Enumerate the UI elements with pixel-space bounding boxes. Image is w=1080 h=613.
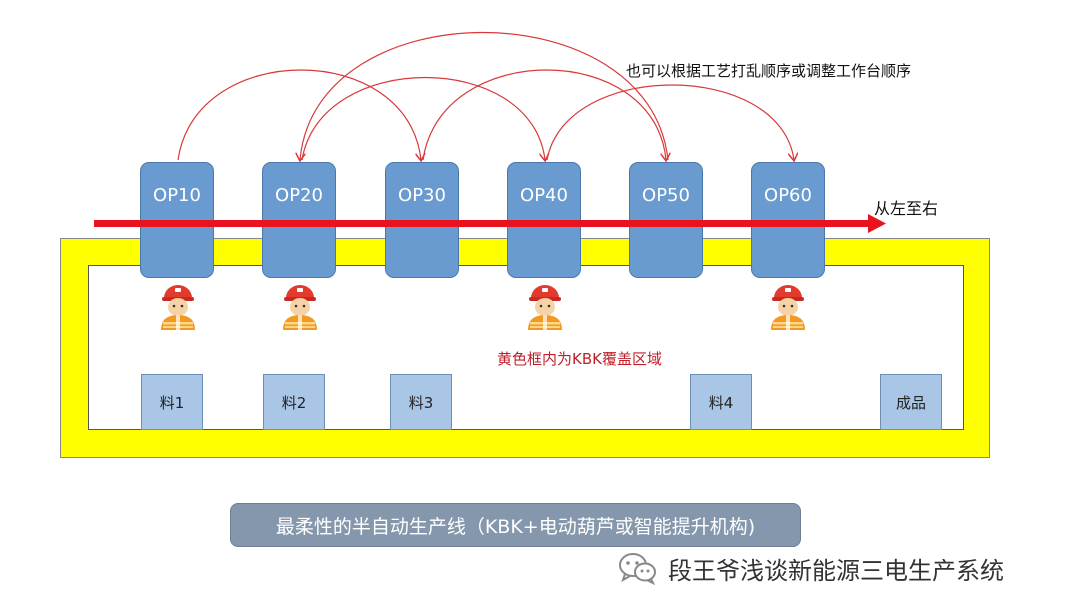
station-label: OP50 [642,185,690,206]
direction-arrow-shaft [94,220,870,227]
worker-icon [528,285,562,330]
flow-arc-op20-op40 [301,77,545,161]
station-label: OP10 [153,185,201,206]
flow-arc-op30-op50 [422,69,666,160]
kbk-area-label: 黄色框内为KBK覆盖区域 [497,350,662,368]
station-label: OP30 [398,185,446,206]
material-label: 料3 [408,393,434,412]
direction-arrow-head [868,214,886,233]
worker-icon [283,285,317,330]
material-box-2: 料2 [263,374,325,430]
material-label: 料4 [708,393,734,412]
worker-icon [161,285,195,330]
material-box-4: 料4 [690,374,752,430]
worker-icon [771,285,805,330]
material-label: 料2 [281,393,307,412]
flow-arc-op10-op30 [177,69,421,160]
wechat-icon [619,553,656,585]
finished-product-box: 成品 [880,374,942,430]
station-label: OP40 [520,185,568,206]
station-label: OP20 [275,185,323,206]
watermark-text: 段王爷浅谈新能源三电生产系统 [668,556,1004,585]
diagram-caption: 最柔性的半自动生产线（KBK+电动葫芦或智能提升机构) [230,503,801,547]
direction-label: 从左至右 [874,199,939,218]
flow-arc-op40-op60 [546,84,794,160]
material-label: 料1 [159,393,185,412]
kbk-inner-area [88,265,964,430]
station-label: OP60 [764,185,812,206]
material-box-3: 料3 [390,374,452,430]
material-label: 成品 [895,393,926,412]
flow-arc-op50-op20 [300,32,669,161]
caption-text: 最柔性的半自动生产线（KBK+电动葫芦或智能提升机构) [275,515,756,538]
watermark: 段王爷浅谈新能源三电生产系统 [618,548,1004,588]
reorder-note: 也可以根据工艺打乱顺序或调整工作台顺序 [626,62,912,80]
material-box-1: 料1 [141,374,203,430]
